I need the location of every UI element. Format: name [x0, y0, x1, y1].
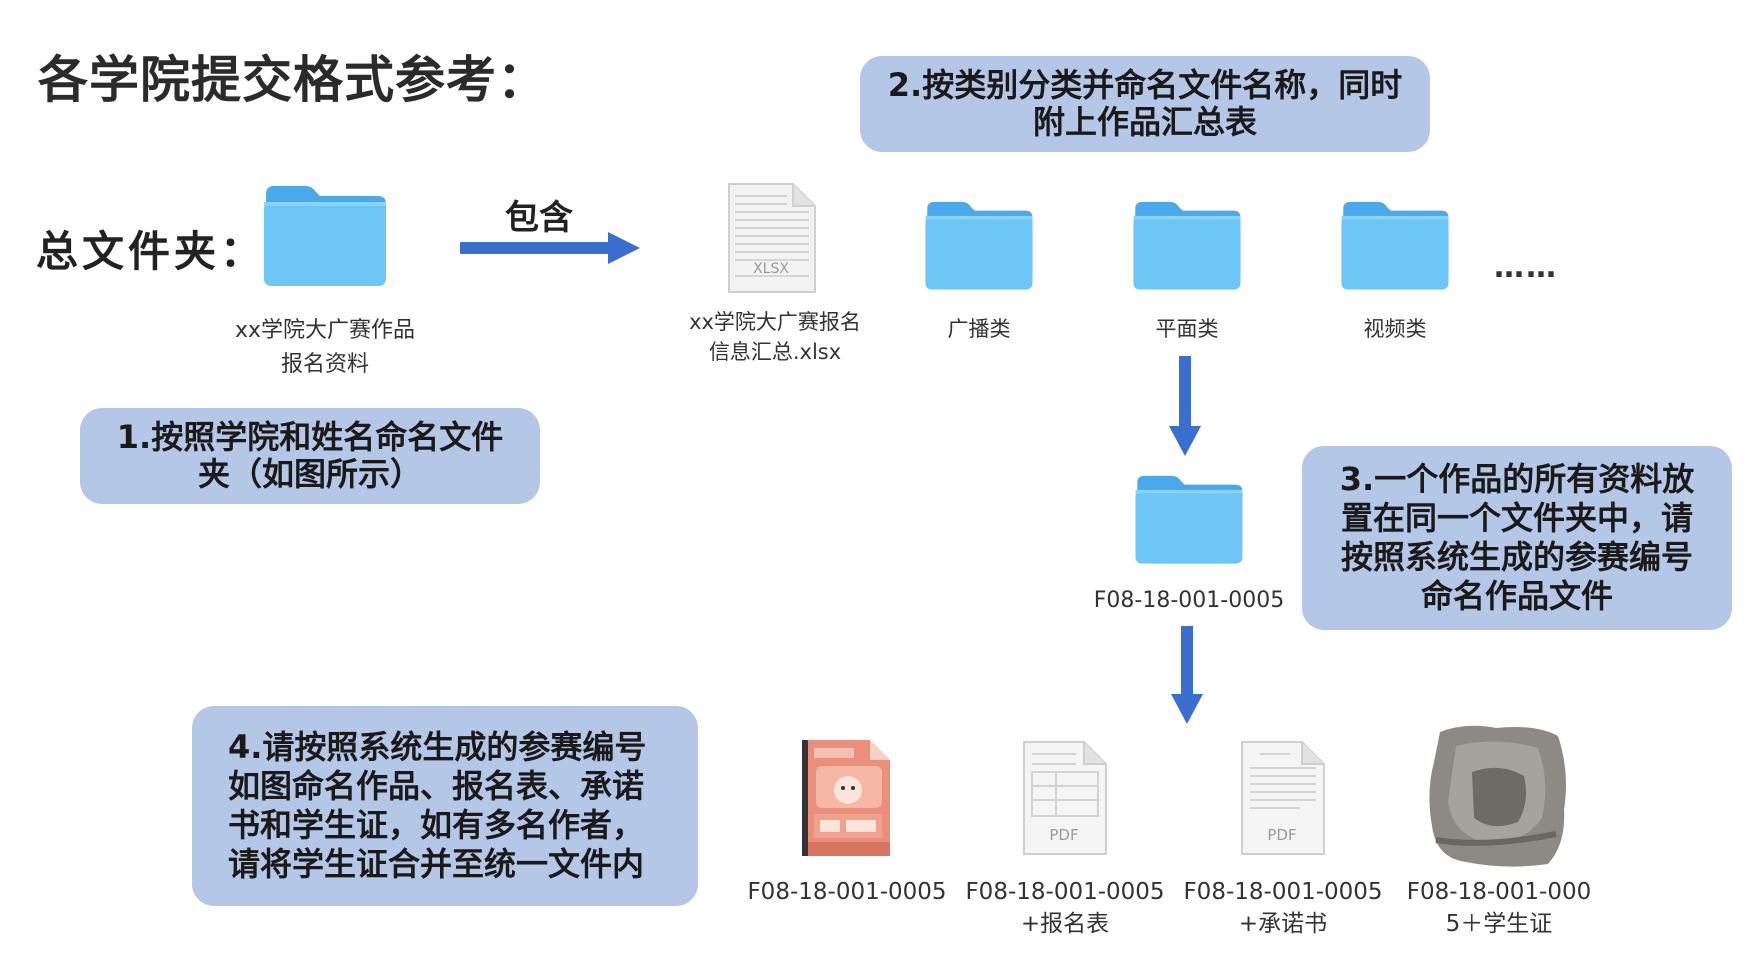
note-line: 2.按类别分类并命名文件名称，同时	[887, 66, 1403, 104]
label-line: F08-18-001-000	[1406, 879, 1592, 905]
pdf-file-icon[interactable]: PDF	[1022, 740, 1108, 856]
note-line: 夹（如图所示）	[197, 455, 422, 493]
note-line: 命名作品文件	[1420, 577, 1613, 615]
folder-icon[interactable]	[1132, 470, 1246, 566]
note-line: 置在同一个文件夹中，请	[1340, 499, 1693, 537]
file-name-commitment: F08-18-001-0005 +承诺书	[1173, 876, 1393, 940]
xlsx-file-icon[interactable]: XLSX	[727, 182, 817, 294]
svg-text:PDF: PDF	[1049, 826, 1078, 844]
note-line: 书和学生证，如有多名作者，	[228, 806, 645, 844]
label-line: xx学院大广赛作品	[234, 318, 416, 343]
note-file-naming: 4.请按照系统生成的参赛编号 如图命名作品、报名表、承诺 书和学生证，如有多名作…	[192, 706, 698, 906]
note-line: 请将学生证合并至统一文件内	[228, 845, 645, 883]
label-line: +报名表	[1020, 911, 1110, 937]
label-line: 报名资料	[280, 352, 369, 377]
label-line: 信息汇总.xlsx	[708, 340, 842, 364]
right-arrow-icon	[460, 230, 640, 266]
svg-text:PDF: PDF	[1267, 826, 1296, 844]
folder-name-video: 视频类	[1363, 317, 1427, 341]
student-id-photo-icon[interactable]	[1426, 722, 1572, 870]
down-arrow-icon	[1167, 356, 1203, 458]
file-name-artwork: F08-18-001-0005	[737, 876, 957, 908]
note-line: 1.按照学院和姓名命名文件	[116, 418, 504, 456]
label-line: xx学院大广赛报名	[689, 310, 861, 334]
note-line: 3.一个作品的所有资料放	[1339, 460, 1695, 498]
folder-icon[interactable]	[260, 180, 390, 288]
folder-name-print: 平面类	[1155, 317, 1219, 341]
label-line: +承诺书	[1238, 911, 1328, 937]
contains-label: 包含	[505, 198, 573, 238]
note-line: 如图命名作品、报名表、承诺	[228, 767, 645, 805]
note-line: 附上作品汇总表	[1032, 103, 1257, 141]
work-folder-name: F08-18-001-0005	[1093, 588, 1285, 613]
page-title: 各学院提交格式参考：	[38, 51, 548, 109]
file-name-registration: F08-18-001-0005 +报名表	[955, 876, 1175, 940]
pdf-file-icon[interactable]: PDF	[1240, 740, 1326, 856]
folder-icon[interactable]	[922, 196, 1036, 292]
folder-icon[interactable]	[1338, 196, 1452, 292]
folder-name-broadcast: 广播类	[947, 317, 1011, 341]
note-single-folder: 3.一个作品的所有资料放 置在同一个文件夹中，请 按照系统生成的参赛编号 命名作…	[1302, 446, 1732, 630]
down-arrow-icon	[1169, 626, 1205, 726]
file-name-student-id: F08-18-001-000 5＋学生证	[1393, 876, 1605, 940]
note-line: 按照系统生成的参赛编号	[1340, 538, 1693, 576]
artwork-image-icon[interactable]	[802, 738, 892, 858]
note-category-naming: 2.按类别分类并命名文件名称，同时 附上作品汇总表	[860, 56, 1430, 152]
folder-icon[interactable]	[1130, 196, 1244, 292]
label-line: F08-18-001-0005	[965, 879, 1165, 905]
note-folder-naming: 1.按照学院和姓名命名文件 夹（如图所示）	[80, 408, 540, 504]
label-line: F08-18-001-0005	[747, 879, 947, 905]
label-line: 5＋学生证	[1445, 911, 1553, 937]
note-line: 4.请按照系统生成的参赛编号	[228, 728, 647, 766]
more-ellipsis: ……	[1494, 250, 1558, 285]
xlsx-file-name: xx学院大广赛报名 信息汇总.xlsx	[655, 307, 895, 367]
label-line: F08-18-001-0005	[1183, 879, 1383, 905]
root-folder-name: xx学院大广赛作品 报名资料	[190, 314, 460, 382]
root-folder-label: 总文件夹：	[36, 227, 267, 276]
svg-text:XLSX: XLSX	[753, 261, 789, 277]
